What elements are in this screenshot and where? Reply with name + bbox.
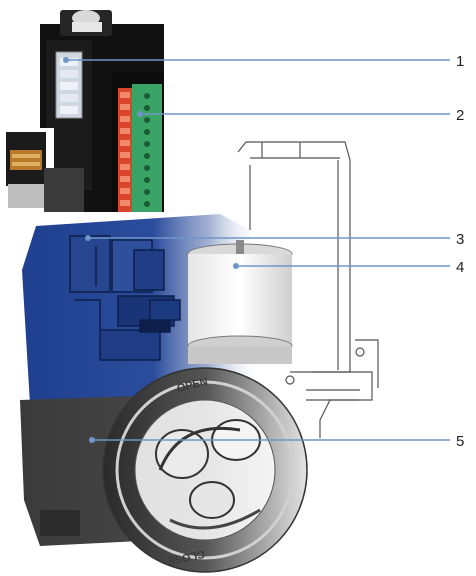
top-inset-detail xyxy=(0,10,164,212)
callout-4: 4 xyxy=(233,259,464,276)
terminal-screw xyxy=(144,153,150,159)
motor-cylinder xyxy=(187,240,293,364)
terminal-slot xyxy=(120,104,130,110)
terminal-slot xyxy=(120,92,130,98)
terminal-slot xyxy=(120,116,130,122)
terminal-slot xyxy=(120,200,130,206)
terminal-screw xyxy=(144,201,150,207)
callout-number-4: 4 xyxy=(456,259,464,276)
terminal-screw xyxy=(144,117,150,123)
callouts: 1 2 3 4 5 xyxy=(63,53,464,450)
internal-components xyxy=(69,235,181,361)
callout-5: 5 xyxy=(89,433,464,450)
callout-1: 1 xyxy=(63,53,464,70)
terminal-slot xyxy=(120,176,130,182)
terminal-slot xyxy=(120,152,130,158)
position-indicator-window xyxy=(55,51,83,119)
terminal-screw xyxy=(144,189,150,195)
terminal-screw xyxy=(144,93,150,99)
terminal-slot xyxy=(120,188,130,194)
callout-number-2: 2 xyxy=(456,107,464,124)
actuator-housing xyxy=(22,214,293,404)
callout-number-1: 1 xyxy=(456,53,464,70)
terminal-slot xyxy=(120,128,130,134)
handwheel: OPEN CLOSE xyxy=(102,367,308,573)
terminal-slot xyxy=(120,164,130,170)
terminal-slot xyxy=(120,140,130,146)
terminal-screw xyxy=(144,177,150,183)
terminal-screw xyxy=(144,129,150,135)
callout-3: 3 xyxy=(85,231,464,248)
terminal-block xyxy=(112,72,164,212)
callout-2: 2 xyxy=(137,107,464,124)
terminal-screws xyxy=(120,92,150,207)
callout-number-5: 5 xyxy=(456,433,464,450)
terminal-screw xyxy=(144,105,150,111)
actuator-outline-sketch xyxy=(237,141,379,438)
gear-detail xyxy=(0,128,84,212)
callout-number-3: 3 xyxy=(456,231,464,248)
terminal-screw xyxy=(144,141,150,147)
terminal-screw xyxy=(144,165,150,171)
